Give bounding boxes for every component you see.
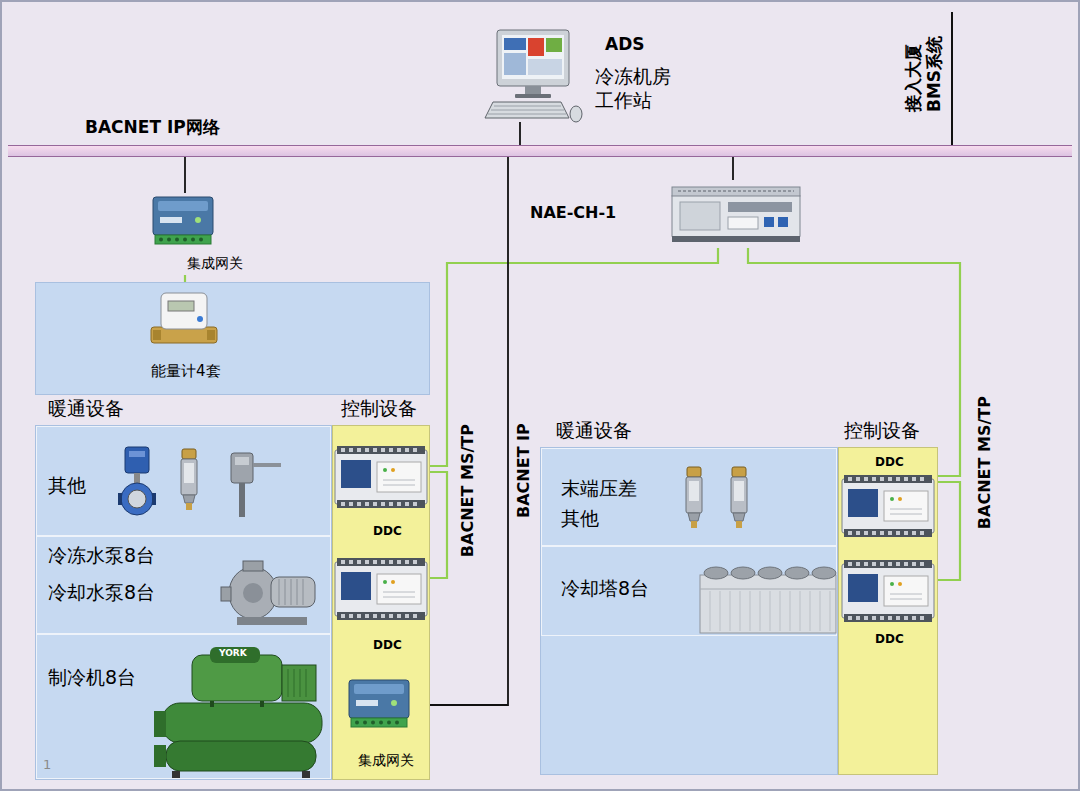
group-heading: 控制设备 <box>844 419 920 442</box>
row-label: 制冷机8台 <box>48 666 136 689</box>
control-group: DDC DDC控制设备 <box>838 447 938 775</box>
ddc-controller-icon <box>333 444 429 510</box>
equipment-row: 冷却塔8台 <box>541 546 837 636</box>
workstation-icon <box>485 28 585 124</box>
mstp-connector <box>184 275 186 282</box>
device-name: ADS <box>605 34 645 54</box>
device-label: 集成网关 <box>187 255 243 272</box>
bms-uplink <box>951 12 953 145</box>
device-label: NAE-CH-1 <box>530 203 616 222</box>
bus-title: BACNET IP网络 <box>85 117 220 137</box>
row-label: 冷冻水泵8台 冷却水泵8台 <box>48 537 178 611</box>
ip-connector <box>429 157 508 705</box>
mstp-connector <box>937 482 960 580</box>
valve-icon <box>117 445 157 517</box>
ddc-controller-icon <box>840 558 936 624</box>
energy-meter-icon <box>151 291 217 351</box>
ddc-controller: DDC <box>333 556 429 661</box>
ddc-controller: DDC <box>839 453 937 545</box>
meter-panel: 能量计4套 <box>35 282 430 395</box>
bms-note-frame: 接入大厦BMS系统 <box>903 14 947 112</box>
bms-note: 接入大厦BMS系统 <box>903 14 947 112</box>
device-label: 集成网关 <box>358 752 414 769</box>
controller: NAE-CH-1 <box>525 180 805 248</box>
ip-connector <box>519 122 521 145</box>
brand-mark: YORK <box>219 648 247 659</box>
pressure-sensor-icon <box>177 447 201 511</box>
equipment-group: 其他 冷冻水泵8台 冷却水泵8台 制冷机8台暖通设备 <box>35 425 332 780</box>
cooling-tower-illustration <box>698 561 838 635</box>
edge-label: BACNET MS/TP <box>974 393 993 532</box>
device-label: 冷冻机房 工作站 <box>595 64 677 112</box>
equipment-row: 末端压差 其他 <box>541 448 837 546</box>
gateway: 集成网关 <box>333 674 429 778</box>
edge-label: BACNET MS/TP <box>457 421 476 560</box>
control-group: DDC DDC 集成网关控制设备 <box>332 425 430 780</box>
gateway-icon <box>150 193 218 247</box>
equipment-group: 末端压差 其他 冷却塔8台暖通设备 <box>540 447 838 775</box>
row-label: 末端压差 其他 <box>561 473 651 533</box>
equipment-row: 其他 <box>36 426 331 536</box>
device-label: DDC <box>373 638 402 652</box>
pressure-sensor-icon <box>682 465 706 529</box>
equipment-row: 制冷机8台 <box>36 634 331 779</box>
gateway-icon <box>346 676 414 730</box>
ddc-controller-icon <box>840 473 936 539</box>
panel-label: 能量计4套 <box>151 362 221 380</box>
ip-connector <box>184 157 186 193</box>
nae-device-icon <box>670 184 802 246</box>
workstation: ADS 冷冻机房 工作站 <box>485 28 685 122</box>
group-heading: 暖通设备 <box>556 419 632 442</box>
chiller-illustration <box>152 643 330 779</box>
network-bus: BACNET IP网络 <box>8 145 1072 157</box>
row-label: 冷却塔8台 <box>561 577 649 600</box>
row-label: 其他 <box>48 474 86 497</box>
device-label: DDC <box>875 632 904 646</box>
ip-connector <box>732 157 734 180</box>
duct-sensor-icon <box>227 449 283 521</box>
pressure-sensor-icon <box>727 465 751 529</box>
pump-icon <box>217 559 325 627</box>
group-heading: 控制设备 <box>341 397 417 420</box>
group-heading: 暖通设备 <box>48 397 124 420</box>
device-label: DDC <box>875 455 904 469</box>
page-number: 1 <box>43 757 51 773</box>
edge-label: BACNET IP <box>513 420 532 521</box>
ddc-controller: DDC <box>839 558 937 658</box>
mstp-connector <box>429 472 447 578</box>
gateway: 集成网关 <box>150 193 265 275</box>
equipment-row: 冷冻水泵8台 冷却水泵8台 <box>36 536 331 634</box>
ddc-controller: DDC <box>333 444 429 544</box>
device-label: DDC <box>373 524 402 538</box>
mstp-connector <box>748 248 960 476</box>
ddc-controller-icon <box>333 556 429 622</box>
